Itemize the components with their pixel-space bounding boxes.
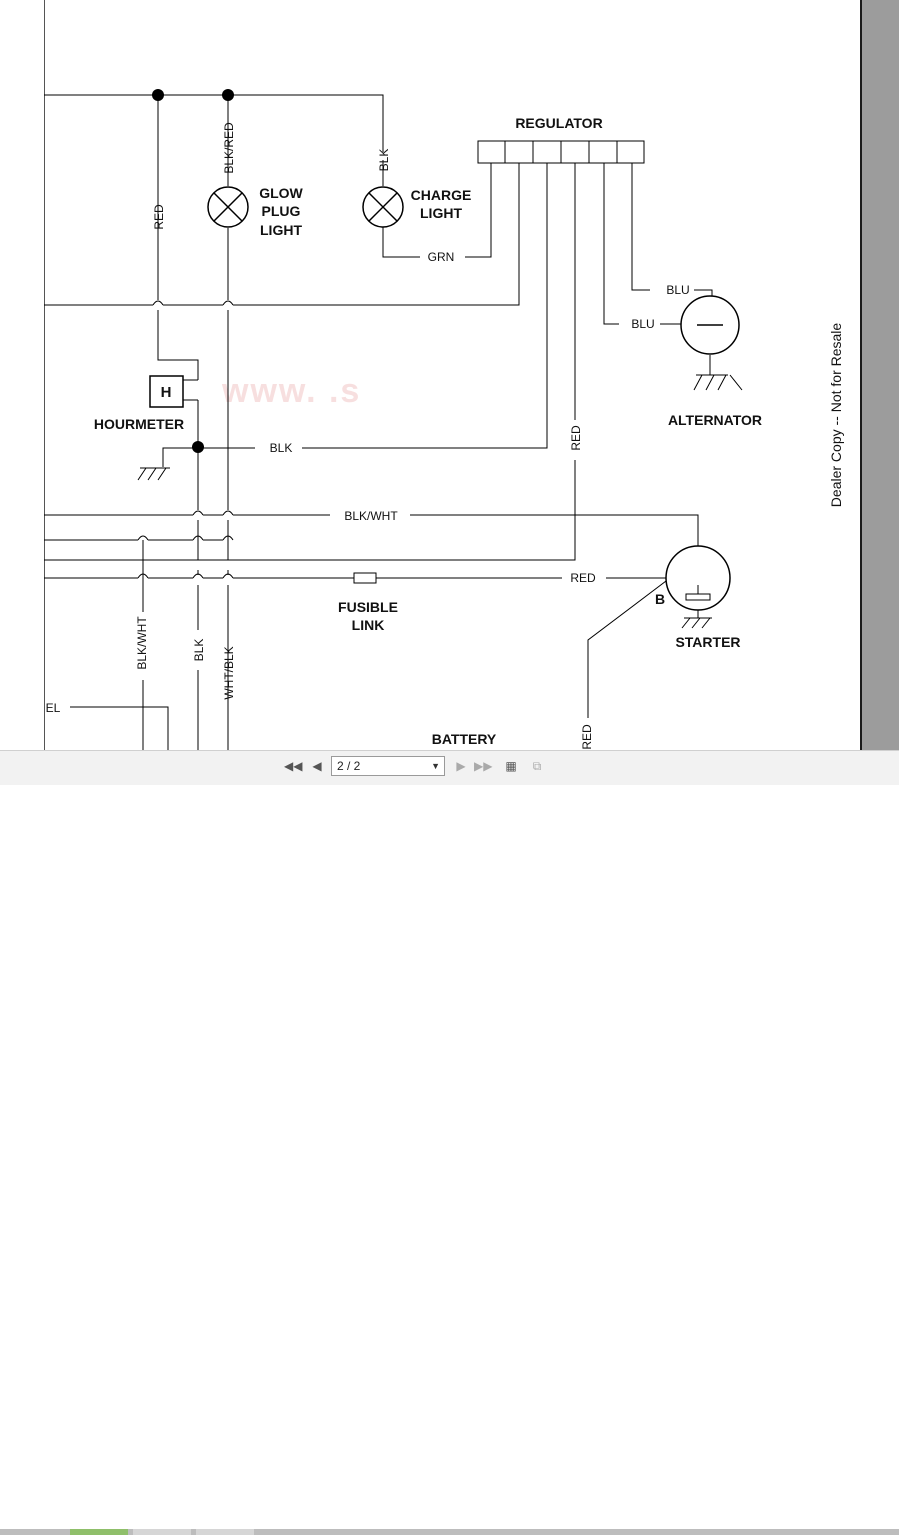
crossover	[192, 535, 204, 541]
crossover	[192, 510, 204, 516]
first-page-icon[interactable]: ◀◀	[284, 759, 303, 773]
crossover	[192, 573, 204, 579]
fusible-link-label-1: FUSIBLE	[338, 599, 398, 615]
wire-el	[70, 706, 169, 750]
wire-label-blu-upper: BLU	[666, 283, 689, 297]
regulator-terminal-block	[477, 140, 645, 164]
chevron-down-icon: ▼	[431, 761, 440, 771]
page-copy-icon[interactable]: ⧉	[532, 759, 542, 773]
taskbar-strip	[0, 1529, 899, 1535]
junction-dot	[222, 89, 234, 101]
page-number-value: 2 / 2	[337, 759, 361, 773]
wire-starter-red	[587, 577, 671, 718]
wiring-diagram: REGULATOR GLOW PLUG LIGHT CHARGE LIGHT H…	[0, 89, 762, 750]
wire-grn	[382, 163, 492, 258]
fusible-link-icon	[353, 572, 377, 584]
junction-dot	[192, 441, 204, 453]
page-navigation-toolbar: ◀◀ ◀ 2 / 2 ▼ ▶ ▶▶ ▦ ⧉	[0, 750, 899, 1535]
page-number-select[interactable]: 2 / 2 ▼	[331, 756, 445, 776]
wire-reg-left	[44, 163, 520, 306]
watermark-text: www. .s	[222, 372, 362, 410]
battery-label: BATTERY	[432, 731, 497, 747]
page-edge-shadow	[860, 0, 863, 750]
wire-label-red-left: RED	[152, 204, 166, 230]
crossover	[222, 510, 234, 516]
wire-label-blk-red: BLK/RED	[222, 122, 236, 174]
wire-top-bus	[44, 94, 384, 152]
glow-plug-label-3: LIGHT	[260, 222, 302, 238]
wire-label-red-mid: RED	[569, 425, 583, 451]
hourmeter-symbol: H	[161, 384, 172, 401]
wire-reg-blk	[302, 163, 548, 449]
wire-label-grn: GRN	[428, 250, 455, 264]
starter-icon	[665, 545, 731, 611]
crossover	[152, 300, 164, 306]
wire-label-blu-lower: BLU	[631, 317, 654, 331]
crossover	[222, 573, 234, 579]
wire-blu-upper	[631, 163, 713, 297]
page-left-margin	[0, 0, 45, 750]
wire-label-wht-blk-v: WHT/BLK	[222, 646, 236, 699]
glow-plug-label-2: PLUG	[262, 203, 301, 219]
glow-plug-label-1: GLOW	[259, 185, 303, 201]
wire-blu-lower	[603, 163, 681, 325]
dealer-copy-note: Dealer Copy -- Not for Resale	[828, 322, 844, 508]
wire-label-blk-wht-h: BLK/WHT	[344, 509, 398, 523]
wire-label-blk-v: BLK	[192, 639, 206, 662]
next-page-icon[interactable]: ▶	[456, 759, 466, 773]
wire-label-red-bottom: RED	[580, 724, 594, 750]
regulator-label: REGULATOR	[515, 115, 602, 131]
wire-label-blk-top: BLK	[377, 149, 391, 172]
hourmeter-label: HOURMETER	[94, 416, 184, 432]
junction-dot	[152, 89, 164, 101]
hourmeter-box	[149, 375, 184, 408]
crossover	[222, 300, 234, 306]
pdf-viewer: www. .s	[0, 0, 899, 750]
wire-label-blk-mid: BLK	[270, 441, 293, 455]
viewer-background	[862, 0, 899, 750]
crossover	[222, 535, 234, 541]
ground-icon	[137, 374, 743, 629]
wire-reg-red	[44, 163, 576, 561]
partial-label: EL	[46, 701, 61, 715]
last-page-icon[interactable]: ▶▶	[474, 759, 493, 773]
prev-page-icon[interactable]: ◀	[312, 759, 322, 773]
charge-light-label-1: CHARGE	[411, 187, 472, 203]
wire-label-red-h: RED	[570, 571, 596, 585]
wire-blk-wht-h	[44, 514, 699, 548]
charge-light-label-2: LIGHT	[420, 205, 462, 221]
fusible-link-label-2: LINK	[352, 617, 385, 633]
crossover	[137, 535, 149, 541]
crossover	[137, 573, 149, 579]
wire-hourmeter-ground	[162, 410, 199, 467]
starter-terminal-label: B	[655, 591, 665, 607]
page-view-icon[interactable]: ▦	[505, 759, 517, 773]
wire-label-blk-wht-v: BLK/WHT	[135, 616, 149, 670]
alternator-label: ALTERNATOR	[668, 412, 762, 428]
starter-label: STARTER	[675, 634, 740, 650]
